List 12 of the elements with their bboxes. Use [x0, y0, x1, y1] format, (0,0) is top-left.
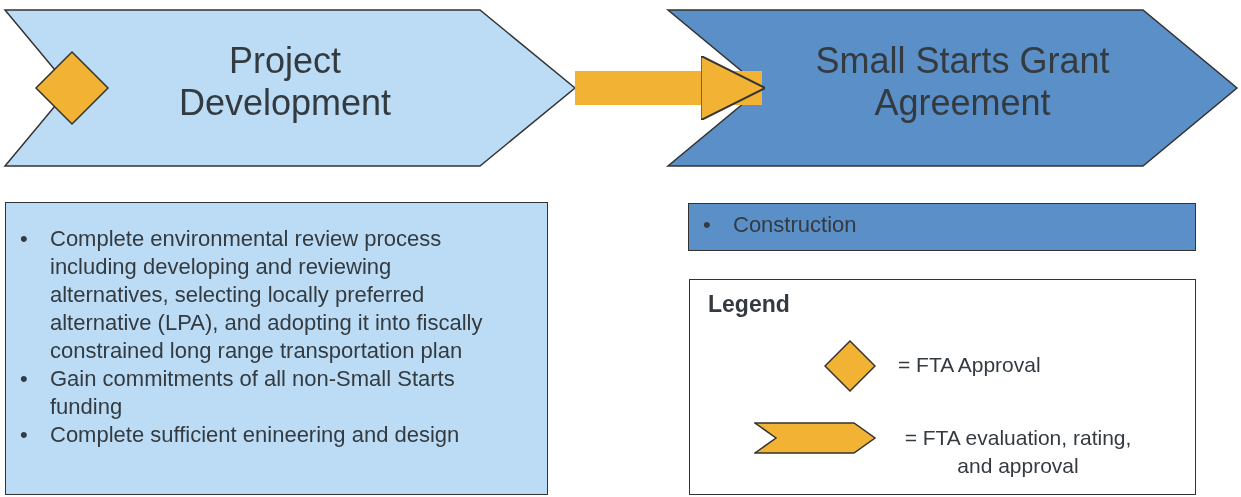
arrow: [575, 54, 767, 122]
legend-text: = FTA evaluation, rating, and approval: [903, 425, 1133, 479]
info-bar: [688, 203, 1196, 251]
stage-title: Small Starts Grant Agreement: [814, 40, 1111, 124]
bullet-item: • Complete environmental review process including developing and reviewing alternatives, selecting locally preferred alternative (LPA), and adopting it into fiscally constrained long range transportation plan: [20, 225, 484, 365]
legend-text: = FTA Approval: [898, 352, 1042, 378]
info-panel: [5, 202, 548, 495]
bullet-item: • Gain commitments of all non-Small Starts funding: [20, 365, 456, 421]
legend-title: Legend: [708, 290, 790, 318]
bullet-item: • Construction: [703, 211, 858, 239]
stage-title: Project Development: [177, 40, 393, 124]
bullet-item: • Complete sufficient enineering and design: [20, 421, 461, 449]
